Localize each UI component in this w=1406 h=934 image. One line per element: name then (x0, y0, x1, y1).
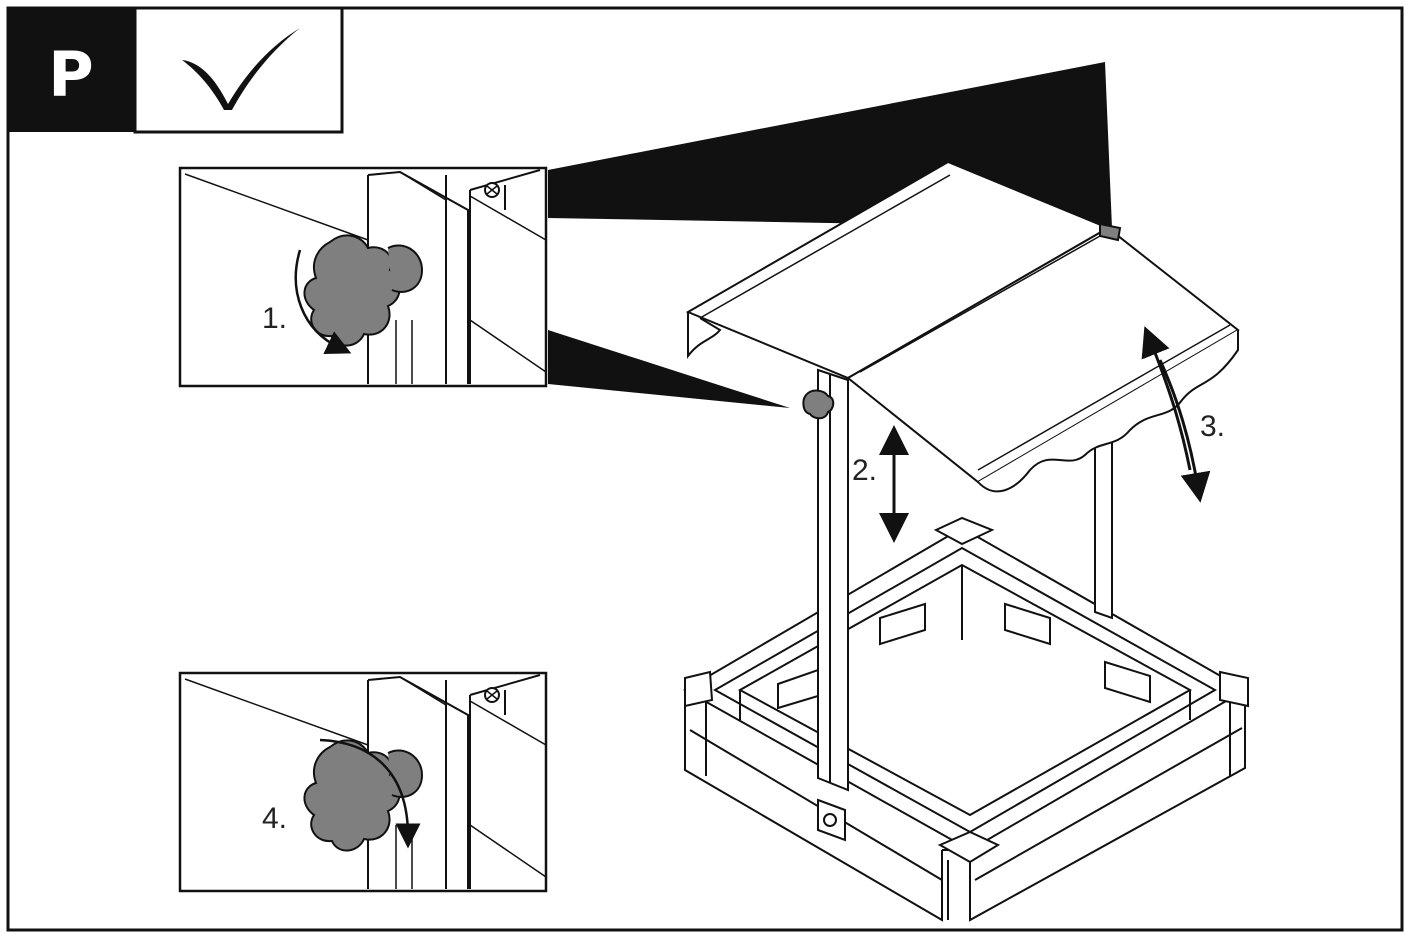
rotate-arrow-icon (319, 738, 421, 849)
callout-step-label: 4. (262, 802, 287, 835)
callout-loosen: 1. (178, 166, 548, 388)
motion-arrows (879, 326, 1211, 543)
callout-tighten: 4. (178, 671, 548, 893)
star-knob-icon (303, 739, 401, 852)
tilt-label: 3. (1200, 410, 1225, 443)
tilt-arrow-icon (1141, 326, 1192, 471)
step-letter: P (48, 38, 93, 111)
step-letter-block (8, 8, 135, 132)
check-box (133, 6, 344, 134)
star-knob-icon (802, 389, 835, 420)
star-knob-icon (303, 234, 401, 347)
sandbox-illustration (682, 160, 1249, 922)
checkmark-icon (182, 28, 300, 110)
outer-frame (6, 6, 1404, 932)
raise-lower-label: 2. (852, 454, 877, 487)
zoom-wedge-lower (548, 330, 790, 408)
rotate-arrow-icon (294, 249, 352, 354)
step-header: P (8, 6, 344, 134)
callout-step-label: 1. (262, 302, 287, 335)
